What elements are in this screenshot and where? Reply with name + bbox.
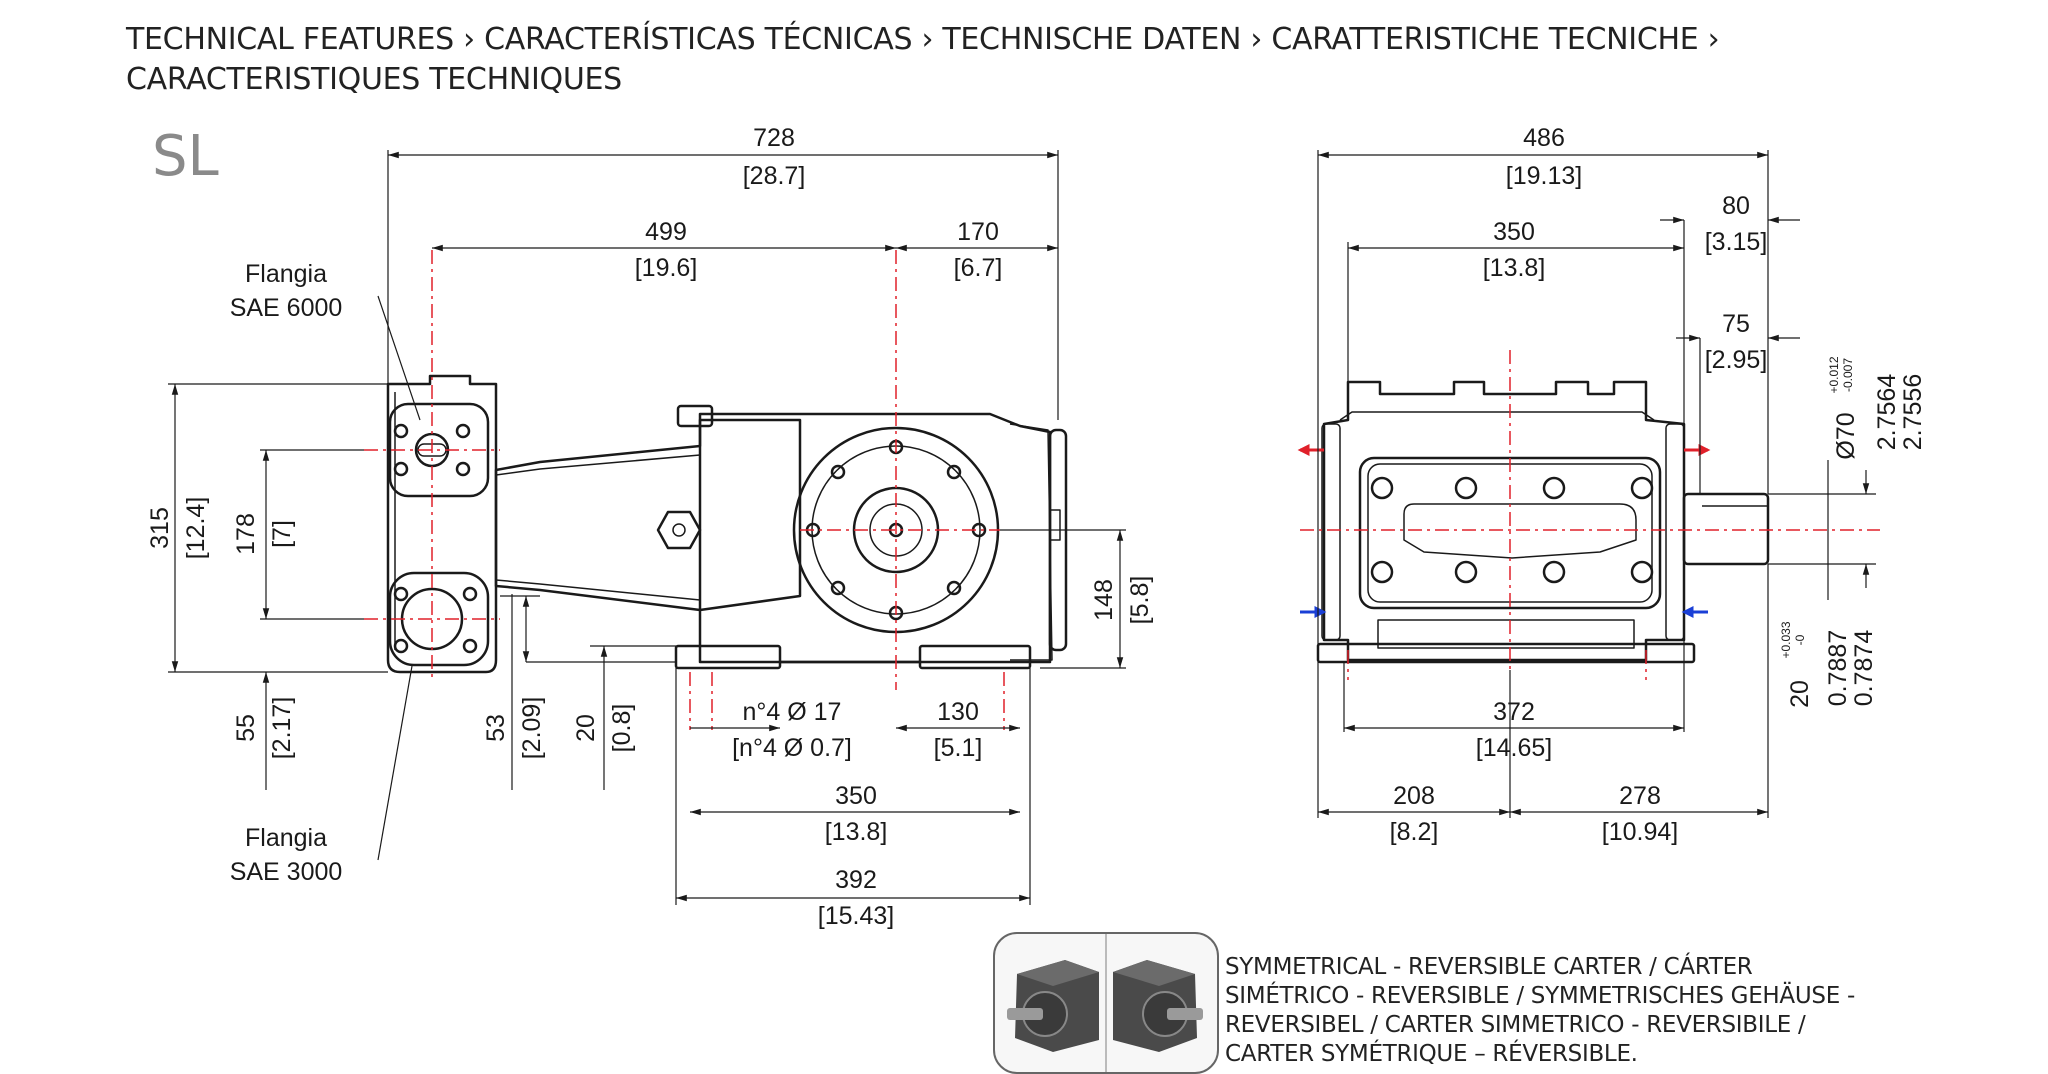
dim-278-in: [10.94] (1602, 818, 1678, 846)
model-name: SL (152, 124, 219, 189)
dim-350-front-in: [13.8] (1483, 254, 1546, 282)
dim-80-in: [3.15] (1705, 228, 1768, 256)
front-window (1403, 503, 1637, 559)
dim-80: 80 (1722, 192, 1750, 220)
flange-top-label-2: SAE 6000 (230, 294, 343, 322)
dim-148: 148 (1090, 579, 1118, 621)
dim-130: 130 (937, 698, 979, 726)
neck-body (494, 418, 802, 612)
dim-728: 728 (753, 124, 795, 152)
side-dimension-lines (168, 150, 1126, 905)
dim-holes-in: [n°4 Ø 0.7] (732, 734, 852, 762)
dim-486: 486 (1523, 124, 1565, 152)
front-housing (1322, 380, 1686, 662)
side-dimension-texts: Flangia SAE 6000 Flangia SAE 3000 728 [2… (146, 124, 1154, 930)
header-line-2: CARACTERISTIQUES TECHNIQUES (126, 62, 622, 97)
shaft-dia-inch-b: 2.7556 (1899, 374, 1927, 450)
dim-728-in: [28.7] (743, 162, 806, 190)
dim-75-in: [2.95] (1705, 346, 1768, 374)
flange-top-body (388, 402, 490, 498)
flange-bottom-label-1: Flangia (245, 824, 327, 852)
dim-55: 55 (232, 714, 260, 742)
dim-55-in: [2.17] (268, 697, 296, 760)
key-inch-a: 0.7887 (1824, 630, 1852, 706)
note-line-4: CARTER SYMÉTRIQUE – RÉVERSIBLE. (1225, 1041, 1638, 1067)
front-dimension-texts: 486 [19.13] 350 [13.8] 80 [3.15] 75 [2.9… (1390, 124, 1927, 846)
foot-left (674, 644, 782, 670)
dim-208-in: [8.2] (1390, 818, 1439, 846)
header-line-1: TECHNICAL FEATURES › CARACTERÍSTICAS TÉC… (126, 22, 1720, 57)
dim-75: 75 (1722, 310, 1750, 338)
key-tol-minus: -0 (1793, 634, 1807, 645)
dim-130-in: [5.1] (934, 734, 983, 762)
foot-right (918, 644, 1032, 670)
dim-350-front: 350 (1493, 218, 1535, 246)
dim-20: 20 (572, 714, 600, 742)
dim-178: 178 (232, 513, 260, 555)
pump-head (386, 374, 498, 674)
shaft-dia-inch-a: 2.7564 (1873, 374, 1901, 451)
dim-315: 315 (146, 507, 174, 549)
key-inch-b: 0.7874 (1850, 630, 1878, 707)
shaft (1682, 492, 1770, 566)
note-line-2: SIMÉTRICO - REVERSIBLE / SYMMETRISCHES G… (1225, 983, 1855, 1009)
dim-170: 170 (957, 218, 999, 246)
dim-486-in: [19.13] (1506, 162, 1582, 190)
flange-bottom-label-2: SAE 3000 (230, 858, 343, 886)
dim-392-in: [15.43] (818, 902, 894, 930)
shaft-dia-label: Ø70 (1832, 412, 1860, 459)
side-centerlines (364, 250, 1005, 730)
dim-372: 372 (1493, 698, 1535, 726)
flange-top-label-1: Flangia (245, 260, 327, 288)
dim-350: 350 (835, 782, 877, 810)
dim-392: 392 (835, 866, 877, 894)
front-dimension-lines (1317, 150, 1876, 818)
carter-right-image (1113, 960, 1203, 1052)
dim-holes: n°4 Ø 17 (743, 698, 842, 726)
dim-20-in: [0.8] (608, 704, 636, 753)
dim-499: 499 (645, 218, 687, 246)
dim-53: 53 (482, 714, 510, 742)
dim-178-in: [7] (268, 520, 296, 548)
shaft-dia-tol-minus: -0.007 (1841, 358, 1855, 392)
reversible-carter-photo (993, 932, 1219, 1074)
reversible-note: SYMMETRICAL - REVERSIBLE CARTER / CÁRTER… (1225, 953, 1855, 1069)
flange-bottom-body (388, 571, 490, 667)
key-tol-plus: +0.033 (1779, 621, 1793, 658)
dim-350-in: [13.8] (825, 818, 888, 846)
note-line-3: REVERSIBEL / CARTER SIMMETRICO - REVERSI… (1225, 1012, 1806, 1038)
dim-208: 208 (1393, 782, 1435, 810)
dim-372-in: [14.65] (1476, 734, 1552, 762)
dim-278: 278 (1619, 782, 1661, 810)
dim-315-in: [12.4] (182, 497, 210, 560)
front-centerlines (1300, 350, 1880, 680)
dim-148-in: [5.8] (1126, 576, 1154, 625)
page-header: TECHNICAL FEATURES › CARACTERÍSTICAS TÉC… (126, 20, 1826, 100)
flow-arrows (1297, 444, 1711, 618)
key-label: 20 (1786, 680, 1814, 708)
note-line-1: SYMMETRICAL - REVERSIBLE CARTER / CÁRTER (1225, 954, 1753, 980)
side-view (386, 374, 1068, 674)
dim-170-in: [6.7] (954, 254, 1003, 282)
shaft-dia-tol-plus: +0.012 (1827, 356, 1841, 393)
dim-499-in: [19.6] (635, 254, 698, 282)
carter-left-image (1007, 960, 1099, 1052)
dim-53-in: [2.09] (518, 697, 546, 760)
